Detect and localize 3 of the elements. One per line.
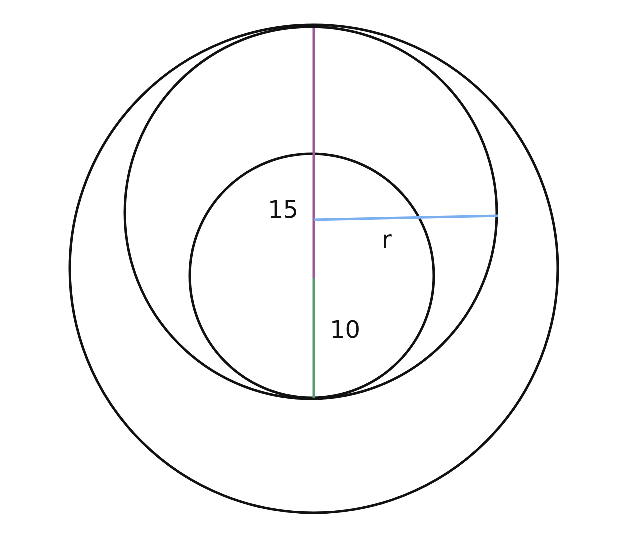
dimension-label: r — [382, 228, 392, 252]
dimension-label: 15 — [268, 198, 299, 222]
dimension-label: 10 — [330, 318, 361, 342]
